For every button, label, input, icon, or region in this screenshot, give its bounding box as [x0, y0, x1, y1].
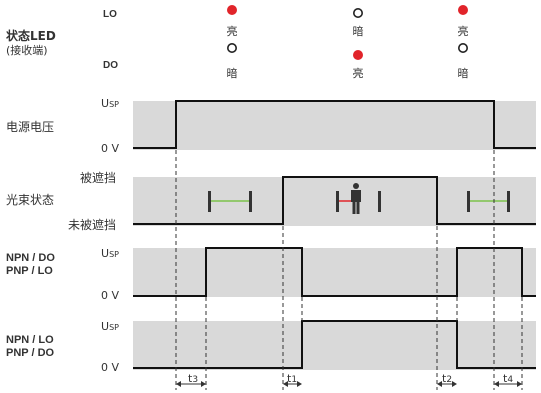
led-do-3-text: 暗 — [458, 66, 469, 80]
led-do-3-icon — [457, 42, 468, 53]
output2-band — [133, 321, 536, 370]
led-do-1-text: 暗 — [227, 66, 238, 80]
output2-high-label: USP — [101, 320, 119, 333]
beam-blocked-person-icon — [336, 183, 381, 214]
timing-t1: t1 — [283, 372, 302, 387]
output1-low-label: 0 V — [101, 289, 119, 302]
power-high-label: USP — [101, 97, 119, 110]
output2-low-label: 0 V — [101, 361, 119, 374]
led-lo-3-text: 亮 — [458, 24, 469, 38]
output2-waveform — [133, 320, 536, 369]
beam-waveform — [133, 176, 536, 225]
led-lo-3-icon — [458, 5, 468, 15]
timing-t2: t2 — [437, 372, 457, 387]
output1-high-label: USP — [101, 247, 119, 260]
output1-label-2: PNP / LO — [6, 265, 53, 277]
led-lo-2-text: 暗 — [353, 24, 364, 38]
beam-high-label: 被遮挡 — [80, 170, 116, 185]
timing-t3: t3 — [176, 372, 206, 387]
beam-label: 光束状态 — [6, 193, 54, 207]
led-do-1-icon — [227, 42, 238, 53]
beam-unblocked-icon-2 — [467, 191, 510, 212]
guide-lines — [175, 150, 523, 390]
svg-text:t2: t2 — [442, 372, 452, 385]
beam-low-label: 未被遮挡 — [68, 217, 116, 232]
power-band — [133, 101, 536, 150]
status-led-label-2: (接收端) — [6, 43, 48, 57]
led-row-lo-label: LO — [103, 9, 117, 20]
beam-unblocked-icon-1 — [208, 191, 252, 212]
output1-waveform — [133, 247, 536, 297]
led-lo-1-text: 亮 — [227, 24, 238, 38]
output2-label-2: PNP / DO — [6, 347, 55, 359]
output1-label-1: NPN / DO — [6, 252, 55, 264]
output1-band — [133, 248, 536, 297]
led-do-2-text: 亮 — [353, 66, 364, 80]
svg-text:t3: t3 — [188, 372, 198, 385]
power-low-label: 0 V — [101, 142, 119, 155]
power-waveform — [133, 100, 536, 149]
svg-text:t1: t1 — [287, 372, 297, 385]
status-led-label-1: 状态LED — [6, 28, 56, 43]
svg-text:t4: t4 — [503, 372, 513, 385]
output2-label-1: NPN / LO — [6, 334, 54, 346]
led-row-do-label: DO — [103, 60, 118, 71]
led-lo-2-icon — [352, 8, 363, 18]
power-label: 电源电压 — [6, 120, 54, 134]
timing-t4: t4 — [494, 372, 522, 387]
led-do-2-icon — [353, 50, 363, 60]
led-lo-1-icon — [227, 5, 237, 15]
